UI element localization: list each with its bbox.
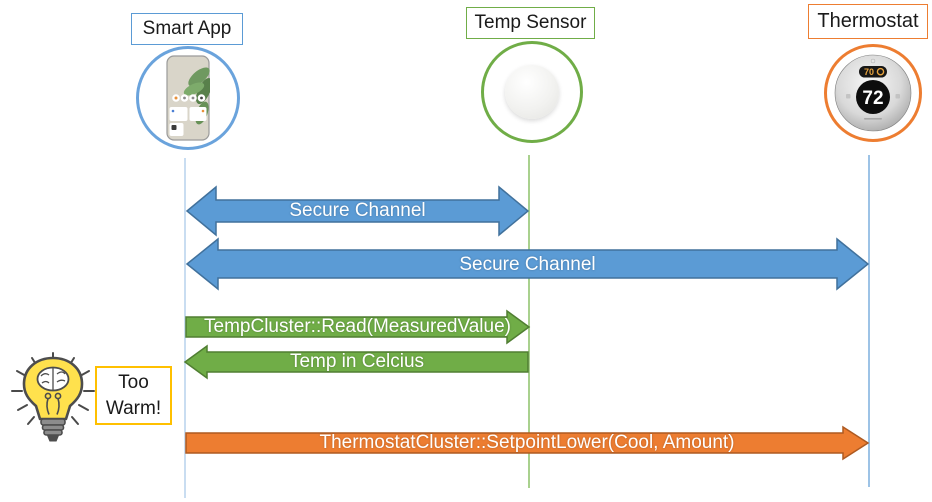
arrow-temp-read-request: [185, 309, 531, 345]
message-label-secure-channel-thermostat: Secure Channel: [459, 254, 596, 275]
message-label-temp-response: Temp in Celcius: [289, 351, 425, 372]
svg-text:72: 72: [862, 88, 883, 109]
message-label-setpoint-lower: ThermostatCluster::SetpointLower(Cool, A…: [319, 432, 735, 453]
arrow-secure-channel-sensor: [185, 185, 530, 237]
entity-label-thermostat: Thermostat: [817, 10, 919, 32]
entity-avatar-thermostat: 70 72: [824, 44, 922, 142]
entity-box-smart-app: Smart App: [131, 13, 243, 45]
message-label-secure-channel-sensor: Secure Channel: [289, 200, 426, 221]
arrow-setpoint-lower: [185, 425, 870, 461]
entity-avatar-smart-app: [136, 46, 240, 150]
entity-avatar-temp-sensor: [481, 41, 583, 143]
entity-label-smart-app: Smart App: [142, 18, 232, 39]
lifeline-temp-sensor: [528, 155, 530, 488]
entity-label-temp-sensor: Temp Sensor: [474, 12, 587, 33]
smartphone-icon: [166, 55, 210, 141]
arrow-secure-channel-thermostat: [185, 237, 870, 291]
entity-box-thermostat: Thermostat: [808, 4, 928, 39]
lifeline-thermostat: [868, 155, 870, 487]
arrow-temp-response: [183, 344, 529, 380]
temp-sensor-puck-icon: [505, 65, 559, 119]
note-box-too-warm: Too Warm!: [95, 366, 172, 425]
svg-text:70: 70: [864, 67, 874, 77]
lightbulb-brain-icon: [11, 352, 95, 442]
lifeline-smart-app: [184, 158, 186, 498]
entity-box-temp-sensor: Temp Sensor: [466, 7, 595, 39]
thermostat-dial-icon: 70 72: [834, 54, 912, 132]
message-label-temp-read-request: TempCluster::Read(MeasuredValue): [204, 316, 511, 337]
